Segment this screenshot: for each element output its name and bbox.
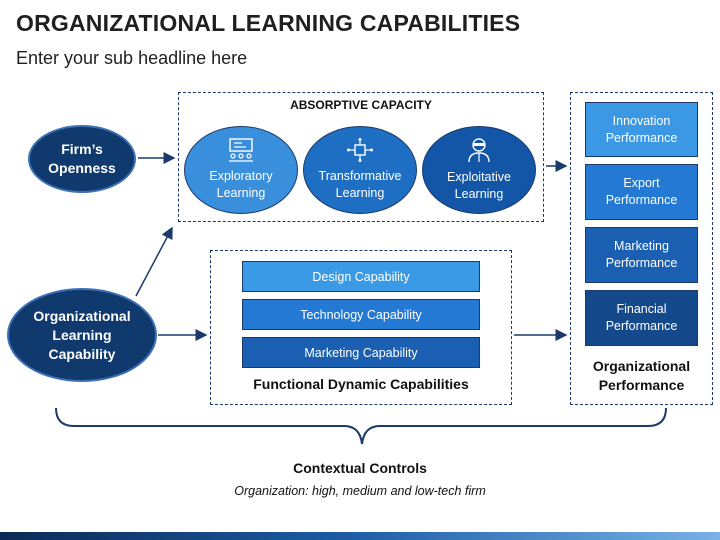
financial-performance-box: Financial Performance (585, 290, 698, 346)
absorptive-capacity-group (178, 92, 544, 222)
page-subtitle: Enter your sub headline here (16, 48, 248, 68)
contextual-controls-label: Contextual Controls (293, 460, 427, 476)
functional-capabilities-group (210, 250, 512, 405)
organizational-performance-group (570, 92, 713, 405)
organizational-performance-label: Organizational Performance (592, 358, 691, 393)
exploratory-learning-label: Exploratory Learning (209, 169, 273, 200)
arrow-learning-to-absorptive (135, 226, 173, 297)
firms-openness-node: Firm’s Openness (28, 125, 136, 193)
transformative-learning-label: Transformative Learning (318, 169, 402, 200)
footer-gradient-bar (0, 532, 720, 540)
innovation-performance-box: Innovation Performance (585, 102, 698, 157)
contextual-brace (55, 407, 667, 445)
marketing-performance-box: Marketing Performance (585, 227, 698, 283)
cube-network-icon (347, 138, 373, 162)
presentation-board-icon (229, 138, 253, 162)
marketing-capability-bar: Marketing Capability (242, 337, 480, 368)
person-goggles-icon (468, 138, 490, 163)
transformative-learning-node: Transformative Learning (303, 126, 417, 214)
export-performance-box: Export Performance (585, 164, 698, 220)
design-capability-bar: Design Capability (242, 261, 480, 292)
technology-capability-bar: Technology Capability (242, 299, 480, 330)
organizational-learning-capability-node: Organizational Learning Capability (7, 288, 157, 382)
exploratory-learning-node: Exploratory Learning (184, 126, 298, 214)
contextual-controls-note: Organization: high, medium and low-tech … (234, 484, 486, 498)
functional-capabilities-label: Functional Dynamic Capabilities (253, 376, 469, 392)
exploitative-learning-label: Exploitative Learning (447, 170, 511, 201)
exploitative-learning-node: Exploitative Learning (422, 126, 536, 214)
page-title: ORGANIZATIONAL LEARNING CAPABILITIES (16, 10, 521, 36)
absorptive-capacity-label: ABSORPTIVE CAPACITY (290, 98, 432, 112)
